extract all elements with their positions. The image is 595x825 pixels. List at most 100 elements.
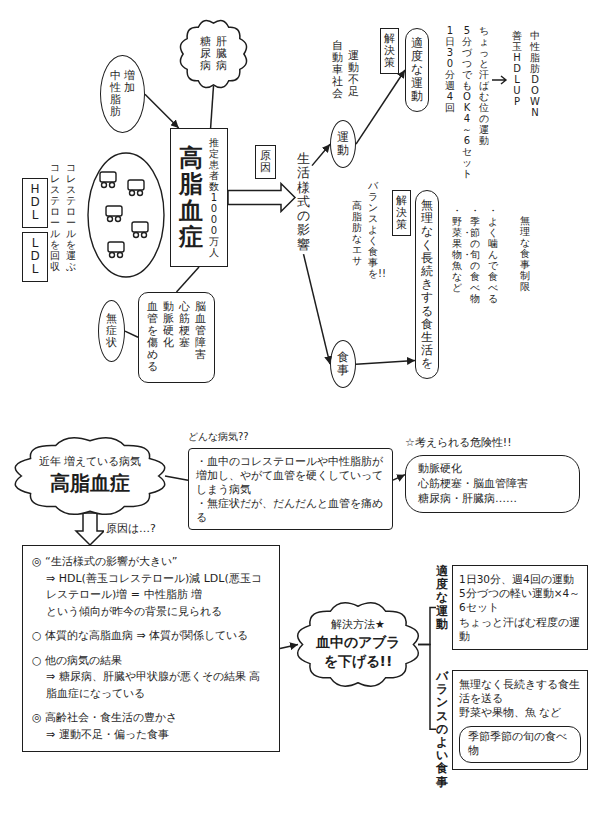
- note-label: 運動不足: [348, 50, 359, 98]
- node-text: 解決策: [396, 195, 407, 231]
- node-text: ○ 体質的な高脂血病 ⇒ 体質が関係している: [32, 628, 270, 645]
- node-text: 肝臓病: [216, 36, 227, 72]
- node-heading: 適度な運動: [436, 565, 448, 631]
- node-text: 糖尿病・肝臓病……: [418, 492, 567, 507]
- connector: [177, 267, 200, 292]
- cloud-outline: [180, 20, 246, 87]
- connector: [356, 360, 415, 364]
- node-text: という傾向が昨今の背景に見られる: [46, 604, 270, 621]
- node-text: 増加: [124, 70, 135, 94]
- cause-box: ◎ “生活様式の影響が大きい”⇒ HDL(善玉コレステロール)減 LDL(悪玉コ…: [22, 545, 280, 752]
- node-text: ⇒ HDL(善玉コレステロール)減 LDL(悪玉コレステロール)増 = 中性脂肪…: [46, 571, 270, 604]
- node-text: HDL: [29, 183, 41, 223]
- note-circle: 無症状: [98, 300, 125, 362]
- node-text: 季節季節の旬の食べ物: [468, 730, 572, 760]
- node-text: 血中のアブラを下げる!!: [314, 633, 402, 671]
- connector: [312, 144, 330, 165]
- node-body: ・血中のコレステロールや中性脂肪が増加し、やがて血管を硬くしていってしまう病気・…: [188, 448, 393, 531]
- note-label: 中性脂肪DOWN: [530, 30, 540, 118]
- node-text: 無理なく長続きする食生活を送る: [459, 677, 581, 705]
- solution-tag: 解決策: [392, 190, 411, 236]
- block-arrow: [228, 184, 295, 212]
- connector: [418, 645, 436, 730]
- highlight-box: 季節季節の旬の食べ物: [459, 726, 581, 764]
- node-text: 無理なく長続きする食生活を: [421, 199, 433, 370]
- effect-box: 血管を傷める動脈硬化心筋梗塞脳血管障害: [138, 292, 215, 383]
- note-label: 5分づつでもOK 4～6セット: [462, 25, 472, 179]
- note-label: バランスよく食事を!!: [368, 180, 378, 279]
- connector: [211, 86, 214, 128]
- node-text: 無症状: [106, 313, 117, 349]
- note-label: 1日30分 週4回: [445, 25, 455, 113]
- lipoprotein-box: HDL: [22, 178, 48, 228]
- connector: [165, 476, 188, 480]
- note-label: 高脂肪なエサ: [352, 200, 362, 266]
- risk-box: ☆考えられる危険性!! 動脈硬化心筋梗塞・脳血管障害糖尿病・肝臓病……: [405, 436, 580, 513]
- node-text: 生活様式の影響: [297, 152, 310, 252]
- solution-box: バランスのよい食事無理なく長続きする食生活を送る野菜や果物、魚 など季節季節の旬…: [436, 670, 588, 789]
- node-text: 解決策: [384, 33, 395, 69]
- node-heading: ☆考えられる危険性!!: [405, 436, 580, 451]
- node-text: 血管を傷める: [147, 301, 158, 374]
- connector: [393, 475, 405, 480]
- node-text: 動脈硬化: [163, 301, 174, 349]
- note-label: ・よく噛んで食べる: [488, 205, 498, 304]
- topic-circle: 運動: [330, 120, 356, 168]
- node-text: ◎ “生活様式の影響が大きい”: [32, 554, 270, 571]
- node-text: 糖尿病: [200, 36, 211, 72]
- connector: [304, 254, 331, 364]
- lipoprotein-box: LDL: [22, 232, 48, 282]
- definition-box: どんな病気??・血中のコレステロールや中性脂肪が増加し、やがて血管を硬くしていっ…: [188, 430, 393, 530]
- note-label: 無理な食事制限: [520, 215, 530, 292]
- node-text: ⇒ 糖尿病、肝臓や甲状腺が悪くその結果 高脂血症になっている: [46, 669, 270, 702]
- cause-tag: 原因: [255, 145, 276, 179]
- node-text: 適度な運動: [411, 37, 423, 103]
- node-text: 野菜や果物、魚 など: [459, 705, 581, 719]
- connector: [356, 70, 405, 144]
- node-text: 食事: [337, 351, 349, 377]
- solution-box: 適度な運動 1日30分、週4回の運動5分づつの軽い運動×4～6セットちょっと汗ばむ…: [436, 565, 588, 650]
- note-label: ・季節の旬の食べ物: [470, 205, 480, 304]
- node-text: ・無症状だが、だんだんと血管を痛める: [196, 496, 385, 524]
- node-text: ちょっと汗ばむ程度の運動: [459, 615, 581, 643]
- node-text: 中性脂肪: [110, 70, 121, 118]
- lipoprotein-icons: [100, 172, 148, 258]
- edge-label: 原因は…?: [104, 521, 158, 536]
- node-text: 推定患者数1000万人: [209, 137, 219, 258]
- node-text: 高脂血症: [33, 470, 147, 497]
- disease-cloud: 近年 増えている病気高脂血症: [25, 445, 155, 507]
- node-text: 心筋梗塞: [179, 301, 190, 349]
- node-text: LDL: [29, 237, 41, 277]
- node-text: 5分づつの軽い運動×4～6セット: [459, 586, 581, 614]
- node-body: 動脈硬化心筋梗塞・脳血管障害糖尿病・肝臓病……: [405, 455, 580, 514]
- note-label: 自動車社会: [332, 40, 343, 100]
- connector: [280, 645, 298, 649]
- node-text: 1日30分、週4回の運動: [459, 572, 581, 586]
- node-text: 脳血管障害: [195, 301, 206, 361]
- node-text: ◎ 高齢社会・食生活の豊かさ: [32, 710, 270, 727]
- node-body: 1日30分、週4回の運動5分づつの軽い運動×4～6セットちょっと汗ばむ程度の運動: [452, 565, 588, 650]
- node-text: ○ 他の病気の結果: [32, 653, 270, 670]
- solution-circle: 無理なく長続きする食生活を: [415, 190, 439, 379]
- solution-cloud: 解決方法★血中のアブラを下げる!!: [308, 610, 408, 679]
- connector: [145, 94, 179, 128]
- node-text: 原因: [260, 150, 271, 174]
- connector: [125, 331, 138, 337]
- node-text: 解決方法★: [314, 618, 402, 633]
- node-text: 近年 増えている病気: [33, 455, 147, 470]
- cause-text: 生活様式の影響: [295, 150, 312, 254]
- node-text: 高脂血症: [179, 145, 203, 251]
- cloud-outline: [15, 438, 164, 515]
- node-text: 動脈硬化: [418, 462, 567, 477]
- topic-circle: 食事: [330, 340, 356, 388]
- note-circle: 中性脂肪増加: [100, 55, 145, 133]
- note-label: ・野菜・果物・魚など: [452, 205, 462, 293]
- node-body: 無理なく長続きする食生活を送る野菜や果物、魚 など季節季節の旬の食べ物: [452, 670, 588, 770]
- solution-tag: 解決策: [380, 28, 399, 74]
- note-label: ちょっと汗ばむ位の運動: [479, 25, 489, 146]
- note-label: 善玉HDL UP: [512, 30, 522, 107]
- result-arrow: [492, 76, 506, 84]
- node-heading: バランスのよい食事: [436, 670, 448, 789]
